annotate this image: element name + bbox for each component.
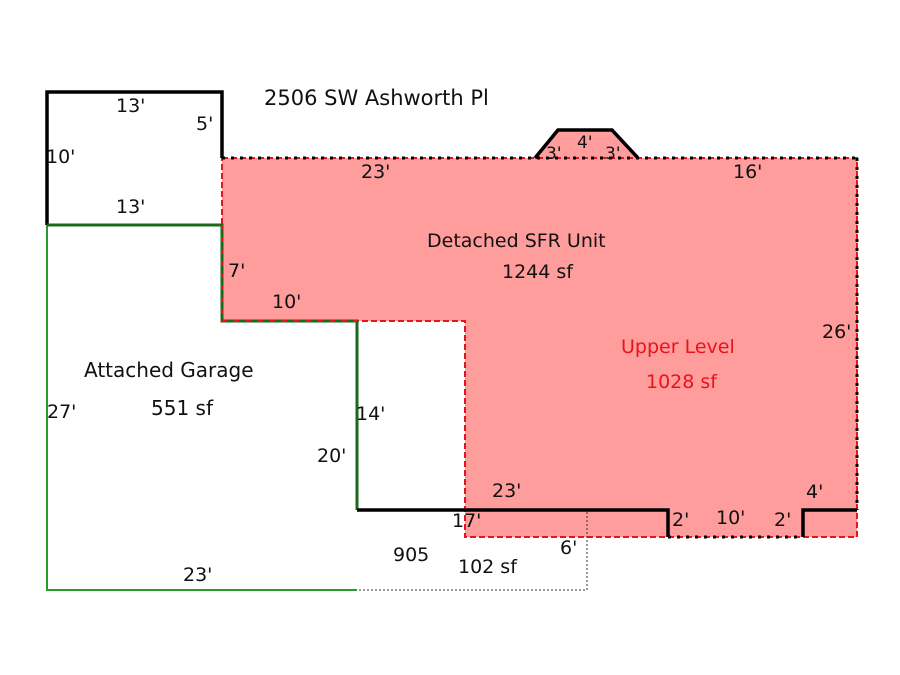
dim-unit-left: 7'	[228, 260, 246, 282]
upper-box-wall	[45, 90, 224, 225]
dim-unit-top-left: 23'	[361, 161, 391, 183]
dim-garage-bottom: 23'	[183, 564, 213, 586]
dim-notch-right: 2'	[774, 509, 792, 531]
upper-level-size: 1028 sf	[646, 371, 717, 393]
dim-unit-top-right: 16'	[733, 161, 763, 183]
dim-bottom-17: 17'	[452, 510, 482, 532]
dim-unit-step: 10'	[272, 291, 302, 313]
porch-outline	[357, 509, 588, 591]
dim-bottom-right: 4'	[806, 481, 824, 503]
dim-box-left: 10'	[46, 146, 76, 168]
dim-notch-left: 2'	[672, 509, 690, 531]
dim-garage-inner-upper: 14'	[356, 403, 386, 425]
dim-bay-left: 3'	[546, 144, 562, 164]
dim-garage-inner-lower: 20'	[317, 445, 347, 467]
dim-box-right: 5'	[196, 113, 214, 135]
porch-size: 102 sf	[458, 556, 517, 578]
dim-bottom-23: 23'	[492, 480, 522, 502]
unit-name: Detached SFR Unit	[427, 230, 606, 252]
dim-box-bottom: 13'	[116, 196, 146, 218]
property-address: 2506 SW Ashworth Pl	[264, 86, 489, 110]
porch-code: 905	[393, 544, 430, 566]
dim-bay-right: 3'	[605, 144, 621, 164]
unit-bottom-wall	[357, 508, 670, 537]
unit-size: 1244 sf	[502, 261, 573, 283]
dim-notch-bottom: 10'	[716, 507, 746, 529]
bay-window-wall	[533, 128, 640, 160]
upper-level-name: Upper Level	[621, 336, 735, 358]
dim-box-top: 13'	[116, 95, 146, 117]
garage-size: 551 sf	[151, 396, 213, 420]
dim-porch-right: 6'	[560, 537, 578, 559]
dim-garage-left: 27'	[47, 401, 77, 423]
garage-name: Attached Garage	[84, 358, 254, 382]
garage-shared-wall-dash	[221, 225, 357, 322]
dim-unit-right: 26'	[822, 321, 852, 343]
garage-outline	[46, 225, 357, 591]
unit-bottom-right-wall	[801, 508, 857, 537]
dim-bay-top: 4'	[577, 133, 593, 153]
detached-unit-area	[222, 130, 857, 537]
